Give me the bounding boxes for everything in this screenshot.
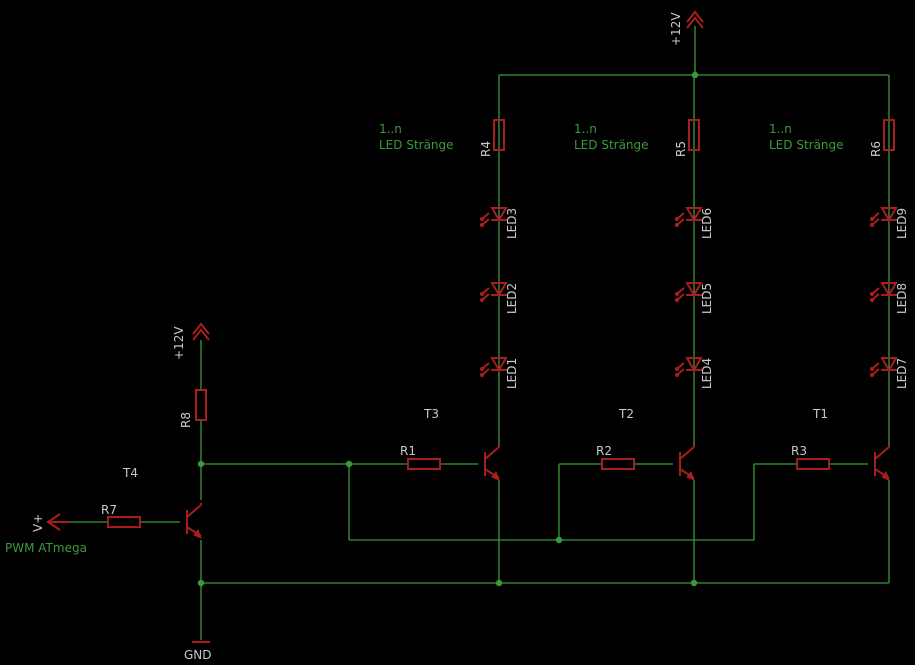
transistor-label-t2: T2 (618, 407, 634, 421)
led-label: LED4 (700, 358, 714, 389)
resistor-r8: R8 (179, 389, 207, 428)
ground-symbol: GND (184, 641, 212, 662)
transistor-t3 (484, 445, 500, 481)
input-net-label: PWM ATmega (5, 541, 87, 555)
led-led2: LED2 (479, 282, 519, 314)
svg-text:R6: R6 (869, 141, 883, 157)
led-led7: LED7 (869, 357, 909, 389)
led-led6: LED6 (674, 207, 714, 239)
supply-label-top: +12V (669, 12, 683, 46)
input-label: V+ (31, 514, 45, 532)
svg-text:R2: R2 (596, 444, 612, 458)
resistor-r3: R3 (791, 444, 830, 470)
wires (50, 26, 890, 640)
svg-text:R5: R5 (674, 141, 688, 157)
led-label: LED1 (505, 358, 519, 389)
string-note-2: LED Stränge (379, 138, 454, 152)
resistor-r2: R2 (596, 444, 635, 470)
led-label: LED8 (895, 283, 909, 314)
supply-label-driver: +12V (172, 326, 186, 360)
transistor-label-t3: T3 (423, 407, 439, 421)
led-led1: LED1 (479, 357, 519, 389)
junctions (197, 71, 699, 587)
led-label: LED5 (700, 283, 714, 314)
led-label: LED3 (505, 208, 519, 239)
led-label: LED6 (700, 208, 714, 239)
string-note-1: 1..n (379, 122, 402, 136)
resistor-r6: R6 (869, 119, 895, 157)
led-label: LED7 (895, 358, 909, 389)
svg-text:R4: R4 (479, 141, 493, 157)
string-note-2: LED Stränge (574, 138, 649, 152)
supply-symbol-top: +12V (669, 10, 704, 46)
svg-text:R8: R8 (179, 412, 193, 428)
led-led9: LED9 (869, 207, 909, 239)
led-led8: LED8 (869, 282, 909, 314)
svg-text:R7: R7 (101, 503, 117, 517)
resistor-r1: R1 (400, 444, 441, 470)
led-led5: LED5 (674, 282, 714, 314)
led-label: LED2 (505, 283, 519, 314)
transistor-t4 (186, 503, 202, 539)
string-note-1: 1..n (574, 122, 597, 136)
led-label: LED9 (895, 208, 909, 239)
svg-text:R1: R1 (400, 444, 416, 458)
ground-label: GND (184, 648, 212, 662)
resistor-r4: R4 (479, 119, 505, 157)
resistor-r5: R5 (674, 119, 700, 157)
transistor-label-t4: T4 (122, 466, 138, 480)
string-note-2: LED Stränge (769, 138, 844, 152)
input-arrow: V+ PWM ATmega (5, 513, 87, 555)
transistor-t2 (679, 445, 695, 481)
transistor-t1 (874, 445, 890, 481)
supply-symbol-driver: +12V (172, 322, 210, 360)
transistor-group (186, 445, 890, 539)
resistor-r7: R7 (101, 503, 141, 528)
svg-text:R3: R3 (791, 444, 807, 458)
transistor-label-t1: T1 (812, 407, 828, 421)
led-led3: LED3 (479, 207, 519, 239)
string-note-1: 1..n (769, 122, 792, 136)
led-led4: LED4 (674, 357, 714, 389)
